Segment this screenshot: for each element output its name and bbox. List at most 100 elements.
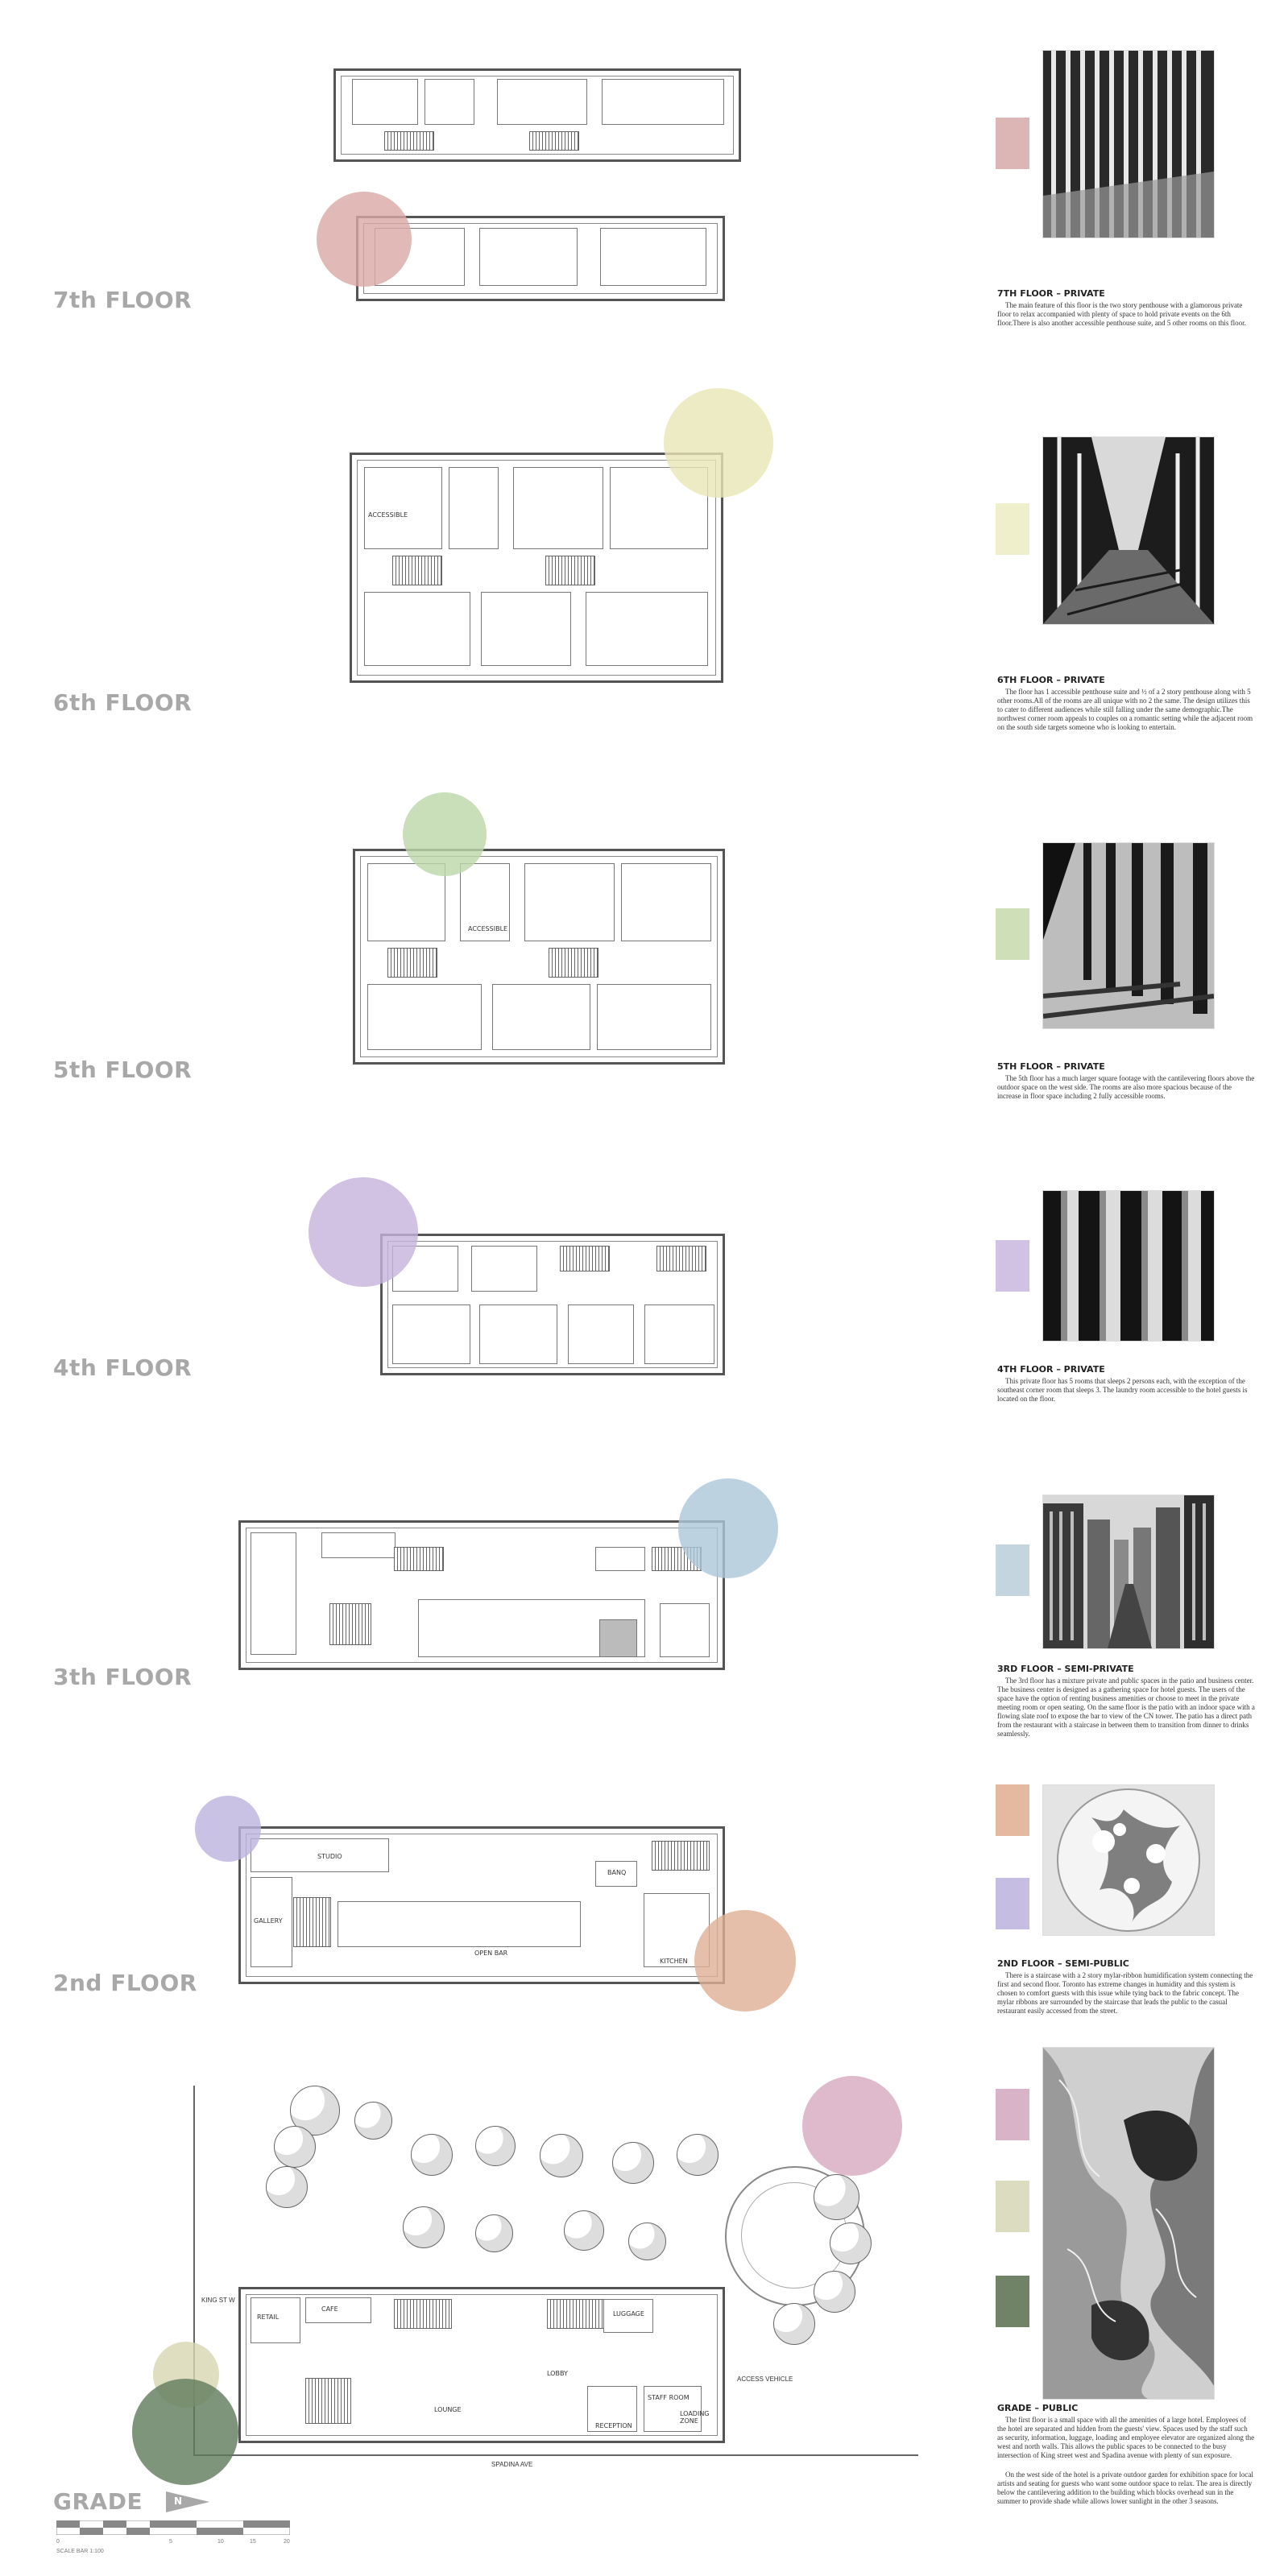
site-boundary-bottom — [193, 2454, 918, 2456]
floor-plan-4th — [380, 1234, 725, 1375]
caption-title-3rd: 3RD FLOOR – SEMI-PRIVATE — [997, 1664, 1134, 1674]
color-swatch-5th — [996, 908, 1029, 960]
plan-tag-accessible-5th: ACCESSIBLE — [468, 925, 508, 932]
caption-body-5th: The 5th floor has a much larger square f… — [997, 1074, 1255, 1100]
color-swatch-grade-c — [996, 2276, 1029, 2327]
tree — [830, 2222, 872, 2264]
caption-body-7th: The main feature of this floor is the tw… — [997, 301, 1246, 327]
color-swatch-2nd-b — [996, 1878, 1029, 1929]
site-boundary — [193, 2086, 195, 2456]
scale-tick: 20 — [284, 2539, 290, 2545]
photo-2nd-floor — [1042, 1784, 1215, 1936]
color-swatch-7th — [996, 118, 1029, 169]
scale-tick: 0 — [56, 2539, 60, 2545]
photo-grade — [1042, 2047, 1215, 2400]
caption-title-5th: 5TH FLOOR – PRIVATE — [997, 1061, 1105, 1072]
color-circle-2nd-b — [694, 1910, 796, 2012]
plan-tag-gallery: GALLERY — [254, 1917, 283, 1925]
plan-tag-lobby: LOBBY — [547, 2370, 568, 2377]
color-circle-2nd-a — [195, 1796, 261, 1862]
caption-body-4th: This private floor has 5 rooms that slee… — [997, 1377, 1248, 1403]
color-swatch-2nd-a — [996, 1784, 1029, 1836]
photo-5th-floor — [1042, 842, 1215, 1029]
plan-tag-banq: BANQ — [607, 1869, 627, 1876]
tree — [773, 2303, 815, 2345]
plan-tag-staff-room: STAFF ROOM — [648, 2394, 690, 2401]
color-swatch-6th — [996, 503, 1029, 555]
scale-tick: 10 — [217, 2539, 224, 2545]
color-circle-6th — [664, 388, 773, 498]
floor-plan-7th — [333, 68, 741, 162]
caption-title-grade: GRADE – PUBLIC — [997, 2403, 1079, 2413]
caption-body-grade-1: The first floor is a small space with al… — [997, 2416, 1255, 2459]
tree — [612, 2142, 654, 2184]
floor-label-grade: GRADE — [53, 2488, 143, 2515]
floor-plan-5th: ACCESSIBLE — [353, 849, 725, 1065]
plan-tag-luggage: LUGGAGE — [613, 2310, 644, 2318]
floor-plan-grade: CAFE RETAIL LOUNGE LOBBY LUGGAGE RECEPTI… — [238, 2287, 725, 2443]
photo-3rd-floor — [1042, 1495, 1215, 1649]
floor-label-4th: 4th FLOOR — [53, 1354, 193, 1381]
color-swatch-3rd — [996, 1544, 1029, 1596]
color-circle-7th — [317, 192, 412, 287]
caption-body-6th: The floor has 1 accessible penthouse sui… — [997, 688, 1253, 731]
caption-title-6th: 6TH FLOOR – PRIVATE — [997, 675, 1105, 685]
tree — [814, 2271, 855, 2313]
floor-label-2nd: 2nd FLOOR — [53, 1970, 197, 1996]
tree — [628, 2222, 666, 2260]
plan-tag-studio: STUDIO — [317, 1853, 342, 1860]
color-circle-3rd — [678, 1478, 778, 1578]
color-circle-grade-a — [802, 2076, 902, 2176]
plan-tag-access-vehicle: ACCESS VEHICLE — [737, 2375, 793, 2383]
plan-tag-retail: RETAIL — [257, 2313, 280, 2321]
floor-label-5th: 5th FLOOR — [53, 1056, 193, 1083]
tree — [354, 2102, 392, 2140]
plan-tag-cafe: CAFE — [321, 2305, 338, 2313]
caption-title-7th: 7TH FLOOR – PRIVATE — [997, 288, 1105, 299]
floor-label-3rd: 3th FLOOR — [53, 1664, 193, 1690]
scale-bar-caption: SCALE BAR 1:100 — [56, 2549, 104, 2554]
tree — [403, 2206, 445, 2248]
scale-tick: 15 — [250, 2539, 256, 2545]
scale-tick: 5 — [169, 2539, 172, 2545]
floor-plan-7th-lower — [356, 216, 725, 301]
caption-title-2nd: 2ND FLOOR – SEMI-PUBLIC — [997, 1958, 1129, 1969]
floor-plan-3rd — [238, 1520, 725, 1670]
north-arrow-label: N — [174, 2495, 183, 2507]
plan-tag-loading-zone: LOADING ZONE — [680, 2410, 710, 2425]
scale-bar: 0 5 10 15 20 SCALE BAR 1:100 — [56, 2520, 298, 2554]
color-swatch-grade-b — [996, 2181, 1029, 2232]
floor-plan-2nd: STUDIO GALLERY OPEN BAR BANQ KITCHEN — [238, 1826, 725, 1984]
tree — [540, 2134, 583, 2177]
plan-tag-spadina-ave: SPADINA AVE — [491, 2461, 533, 2468]
floor-plan-6th: ACCESSIBLE — [350, 453, 723, 683]
caption-body-3rd: The 3rd floor has a mixture private and … — [997, 1677, 1255, 1738]
photo-4th-floor — [1042, 1190, 1215, 1342]
plan-tag-lounge: LOUNGE — [434, 2406, 462, 2413]
photo-6th-floor — [1042, 436, 1215, 625]
caption-body-grade-2: On the west side of the hotel is a priva… — [997, 2471, 1253, 2505]
plan-tag-accessible-6th: ACCESSIBLE — [368, 511, 408, 519]
color-swatch-4th — [996, 1240, 1029, 1292]
tree — [411, 2134, 453, 2176]
tree — [677, 2134, 719, 2176]
tree — [814, 2174, 859, 2220]
color-circle-grade-c — [132, 2379, 238, 2485]
plan-tag-kitchen: KITCHEN — [660, 1958, 688, 1965]
tree — [266, 2166, 308, 2208]
north-arrow-icon: N — [166, 2491, 209, 2512]
scale-tick-labels: 0 5 10 15 20 — [56, 2539, 298, 2549]
plan-tag-reception: RECEPTION — [595, 2422, 632, 2429]
floor-label-7th: 7th FLOOR — [53, 287, 193, 313]
photo-7th-floor — [1042, 50, 1215, 238]
tree — [475, 2214, 513, 2252]
tree — [564, 2210, 604, 2251]
color-swatch-grade-a — [996, 2089, 1029, 2140]
floor-label-6th: 6th FLOOR — [53, 689, 193, 716]
plan-tag-open-bar: OPEN BAR — [474, 1950, 508, 1957]
caption-body-2nd: There is a staircase with a 2 story myla… — [997, 1971, 1253, 2015]
tree — [274, 2126, 316, 2168]
plan-tag-king-st-w: KING ST W — [201, 2297, 235, 2304]
color-circle-4th — [309, 1177, 418, 1287]
tree — [475, 2126, 516, 2166]
